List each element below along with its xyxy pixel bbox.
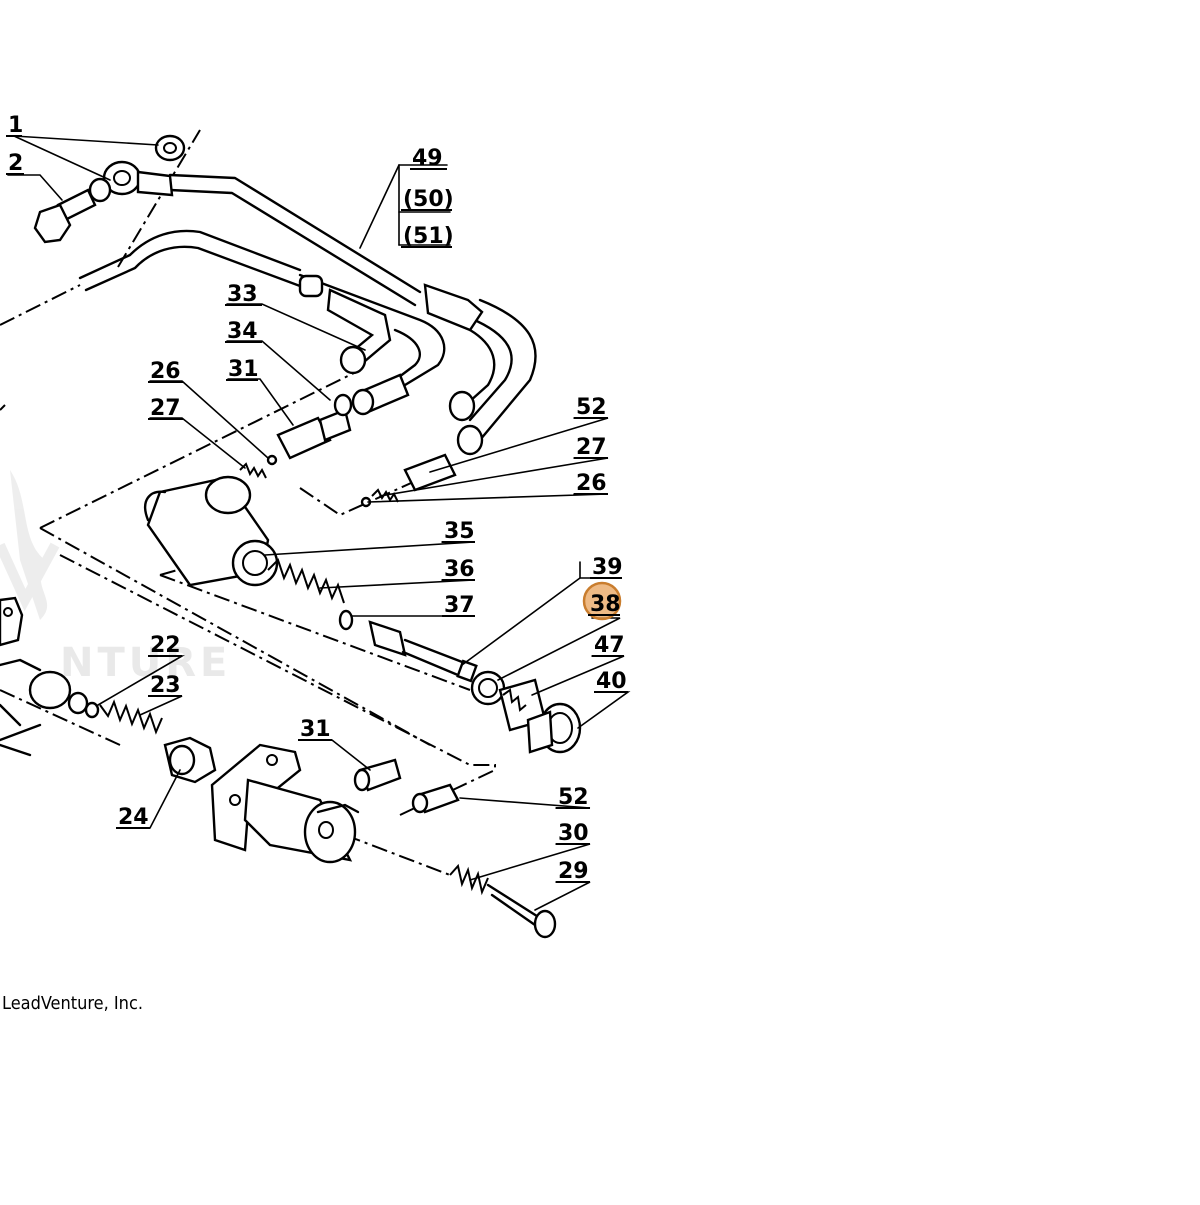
piston-rod <box>338 609 478 683</box>
callout-49[interactable]: 49 <box>412 146 443 171</box>
callout-31-upper[interactable]: 31 <box>228 357 259 382</box>
oil-pipe-49 <box>168 173 537 456</box>
screw-30-29 <box>449 863 557 939</box>
callout-underlines <box>6 135 628 883</box>
callout-40[interactable]: 40 <box>596 669 627 694</box>
spring-36 <box>267 558 345 604</box>
callout-24[interactable]: 24 <box>118 805 149 830</box>
leader-lines <box>7 135 631 911</box>
callout-52-upper[interactable]: 52 <box>576 395 607 420</box>
callout-27-right[interactable]: 27 <box>576 435 607 460</box>
callout-27-upper[interactable]: 27 <box>150 396 181 421</box>
watermark-text: NTURE <box>60 640 231 686</box>
cylinder-35 <box>143 475 279 587</box>
callout-29[interactable]: 29 <box>558 859 589 884</box>
banjo-bolt-assembly <box>33 134 186 244</box>
left-bracket <box>0 596 163 757</box>
seal-and-cap <box>470 670 582 754</box>
callout-1[interactable]: 1 <box>8 113 23 138</box>
watermark-logo <box>0 470 60 620</box>
check-valve-upper <box>239 393 353 479</box>
callout-38[interactable]: 38 <box>590 592 621 617</box>
callout-36[interactable]: 36 <box>444 557 475 582</box>
centerlines <box>0 129 496 876</box>
adjuster-nut-24 <box>163 736 217 784</box>
copyright-notice: LeadVenture, Inc. <box>2 993 143 1014</box>
oil-pipe-lower <box>78 229 446 416</box>
callout-51[interactable]: (51) <box>403 224 454 249</box>
callout-37[interactable]: 37 <box>444 593 475 618</box>
callout-33[interactable]: 33 <box>227 282 258 307</box>
callout-38-highlight[interactable] <box>582 581 622 621</box>
callout-47[interactable]: 47 <box>594 633 625 658</box>
callout-31-lower[interactable]: 31 <box>300 717 331 742</box>
callout-22[interactable]: 22 <box>150 633 181 658</box>
tilt-motor-housing <box>210 743 360 864</box>
check-valve-lower <box>353 758 460 814</box>
callout-30[interactable]: 30 <box>558 821 589 846</box>
callout-labels: 1 2 49 (50) (51) 33 34 26 31 27 52 27 26… <box>8 113 627 884</box>
callout-26-upper[interactable]: 26 <box>150 359 181 384</box>
callout-34[interactable]: 34 <box>227 319 258 344</box>
callout-35[interactable]: 35 <box>444 519 475 544</box>
callout-52-lower[interactable]: 52 <box>558 785 589 810</box>
callout-2[interactable]: 2 <box>8 151 23 176</box>
callout-50[interactable]: (50) <box>403 187 454 212</box>
callout-39[interactable]: 39 <box>592 555 623 580</box>
callout-26-right[interactable]: 26 <box>576 471 607 496</box>
callout-23[interactable]: 23 <box>150 673 181 698</box>
